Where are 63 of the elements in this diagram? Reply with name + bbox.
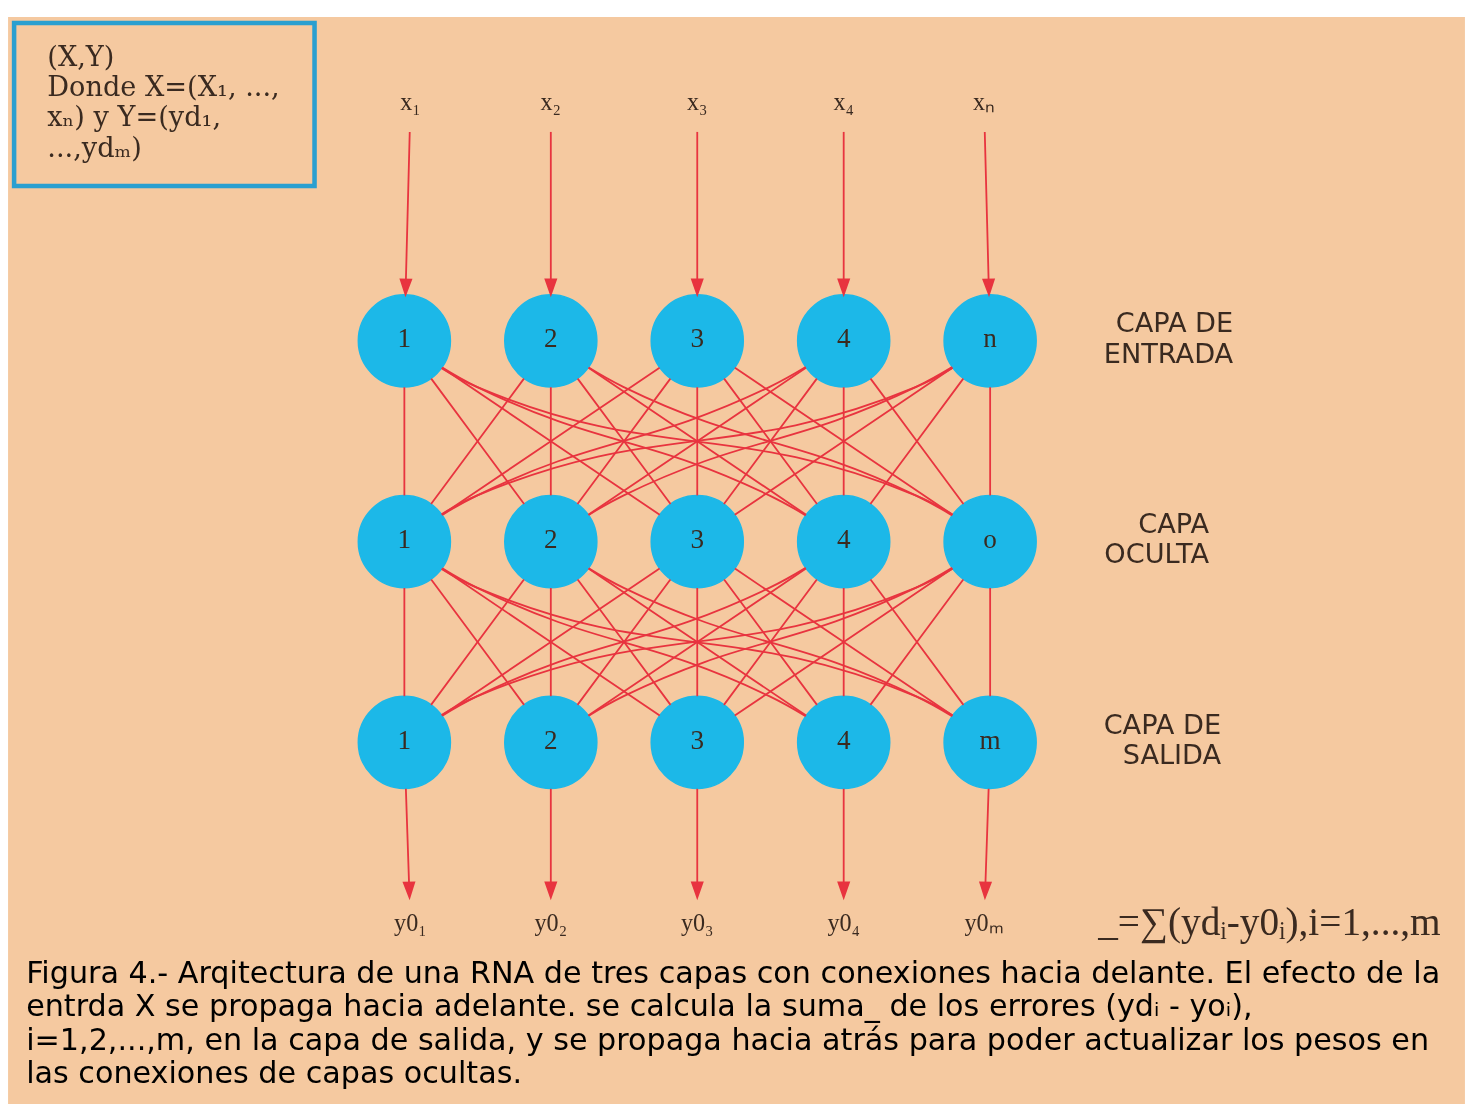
label: CAPA DE SALIDA bbox=[1103, 708, 1222, 770]
arrow bbox=[402, 787, 416, 900]
connector bbox=[403, 385, 406, 496]
node-circle: 1 bbox=[357, 293, 452, 388]
caption: Figura 4.- Arqitectura de una RNA de tres capas con conexiones hacia delante. El efecto de la entrda X se propaga hacia adelante. se calcula la suma_ de los errores (ydᵢ - yoᵢ), i=1,2,...,m, en la capa de salida, y se propaga hacia atrás para poder actualizar los pesos en las conexiones de capas ocultas. bbox=[26, 954, 1441, 1090]
label: CAPA OCULTA bbox=[1104, 507, 1210, 569]
arrow bbox=[544, 130, 558, 297]
connector bbox=[723, 578, 818, 706]
node-text: y0ₘ bbox=[964, 908, 1004, 936]
label: CAPA DE ENTRADA bbox=[1103, 306, 1234, 369]
node-text: x₂ bbox=[540, 87, 562, 115]
node-circle: 4 bbox=[796, 293, 891, 388]
node-text: y0₃ bbox=[680, 908, 714, 936]
connector bbox=[587, 566, 953, 717]
arrow bbox=[978, 787, 993, 900]
connector bbox=[430, 578, 525, 706]
label: _=∑(ydᵢ-y0ᵢ),i=1,...,m bbox=[1098, 899, 1441, 943]
node-circle: 4 bbox=[796, 494, 891, 588]
node-text: y0₄ bbox=[827, 908, 860, 936]
arrow bbox=[399, 130, 413, 297]
node-circle: 4 bbox=[796, 695, 891, 789]
connector bbox=[403, 586, 406, 697]
node-text: y0₂ bbox=[534, 908, 568, 936]
arrow bbox=[690, 787, 704, 900]
connector bbox=[696, 586, 699, 697]
connector bbox=[576, 578, 672, 706]
node-circle: 1 bbox=[357, 695, 452, 789]
connector bbox=[441, 566, 807, 717]
arrow bbox=[690, 130, 704, 297]
connector bbox=[842, 385, 845, 496]
node-circle: 3 bbox=[650, 695, 745, 789]
node-circle: 2 bbox=[504, 494, 598, 588]
connector bbox=[549, 586, 552, 697]
connector bbox=[869, 578, 965, 706]
connector bbox=[696, 385, 699, 496]
connector bbox=[989, 385, 992, 496]
node-circle: 3 bbox=[650, 293, 745, 388]
node-circle: n bbox=[943, 293, 1037, 388]
node-circle: m bbox=[943, 695, 1037, 789]
connector bbox=[549, 385, 552, 496]
node-text: x₃ bbox=[687, 87, 708, 115]
connector bbox=[723, 377, 818, 505]
node-circle: 2 bbox=[504, 695, 598, 789]
arrow bbox=[837, 130, 851, 297]
connector bbox=[440, 366, 954, 515]
arrow bbox=[544, 787, 558, 900]
node-text: xₙ bbox=[973, 87, 996, 115]
connector bbox=[989, 586, 992, 697]
node-circle: 3 bbox=[650, 494, 745, 588]
connector bbox=[440, 567, 954, 716]
connector bbox=[869, 377, 965, 505]
node-text: x₄ bbox=[833, 87, 854, 115]
node-circle: o bbox=[943, 494, 1037, 588]
connector bbox=[842, 586, 845, 697]
arrow bbox=[982, 130, 996, 297]
arrow bbox=[837, 787, 851, 900]
node-circle: 1 bbox=[357, 494, 452, 588]
node-text: y0₁ bbox=[394, 908, 427, 936]
connector bbox=[576, 377, 672, 505]
node-text: x₁ bbox=[400, 87, 421, 115]
connector bbox=[430, 377, 525, 505]
node-box: (X,Y) Donde X=(X₁, ..., xₙ) y Y=(yd₁, ...,ydₘ) bbox=[11, 20, 317, 188]
node-circle: 2 bbox=[504, 293, 598, 388]
